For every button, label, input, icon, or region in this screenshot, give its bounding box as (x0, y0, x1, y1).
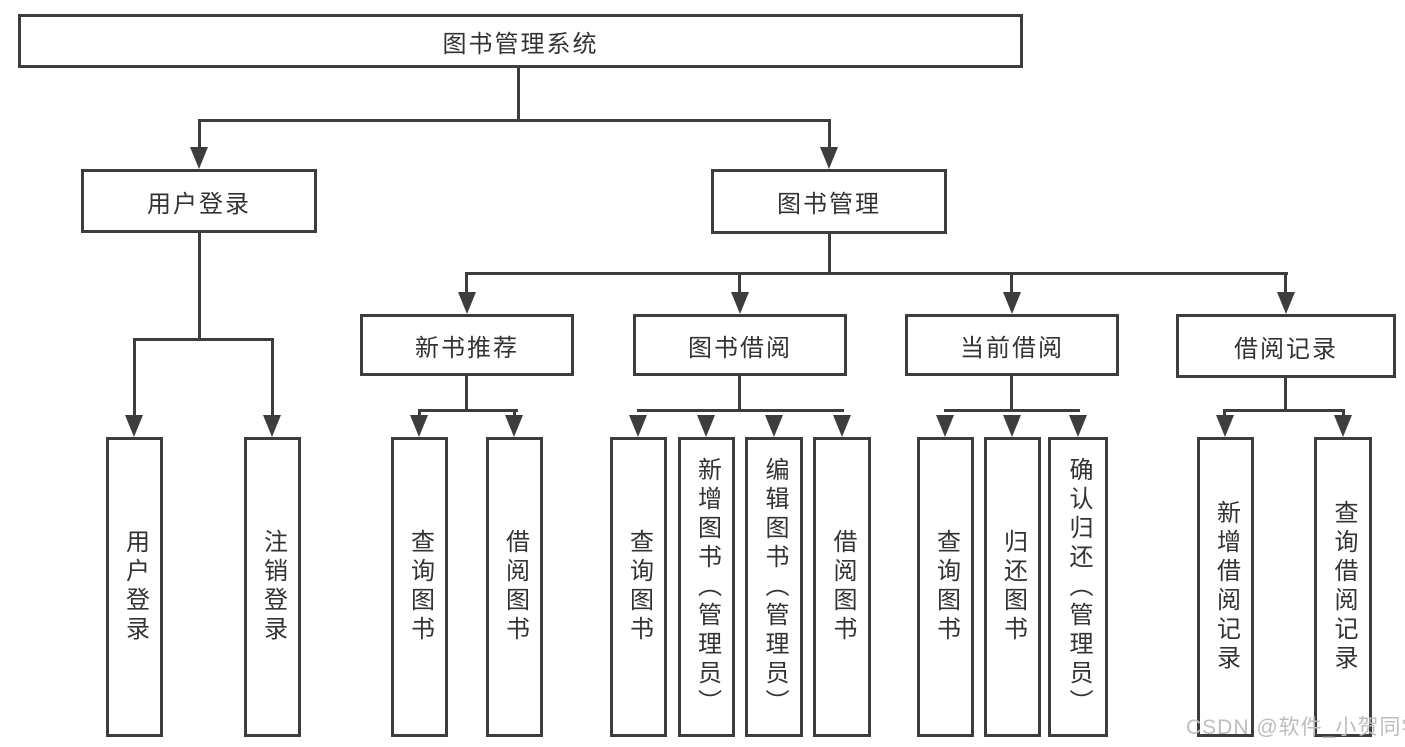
node-label: 查询图书 (932, 529, 960, 645)
arrow-down-icon (1003, 415, 1021, 437)
node-current-borrow: 当前借阅 (905, 314, 1119, 376)
node-label: 用户登录 (147, 190, 251, 218)
node-label: 新增借阅记录 (1212, 500, 1240, 674)
connector-line (418, 409, 518, 412)
node-label: 图书管理系统 (442, 30, 599, 58)
arrow-down-icon (125, 415, 143, 437)
arrow-down-icon (1003, 292, 1021, 314)
arrow-down-icon (833, 415, 851, 437)
node-root: 图书管理系统 (18, 14, 1023, 68)
connector-line (828, 119, 831, 153)
arrow-down-icon (1277, 292, 1295, 314)
node-label: 借阅图书 (829, 529, 856, 645)
leaf-return-book: 归还图书 (984, 437, 1041, 737)
node-label: 查询图书 (406, 529, 434, 645)
connector-line (133, 338, 136, 422)
leaf-add-borrow-record: 新增借阅记录 (1197, 437, 1254, 737)
node-user-login: 用户登录 (81, 169, 317, 233)
arrow-down-icon (697, 415, 715, 437)
connector-line (133, 338, 274, 341)
connector-line (738, 272, 741, 300)
node-label: 新增图书（管理员） (693, 456, 721, 718)
connector-line (738, 376, 741, 412)
connector-line (198, 233, 201, 340)
node-new-book-recommend: 新书推荐 (360, 314, 574, 376)
connector-line (465, 376, 468, 412)
csdn-watermark: CSDN @软件_小贺同学 (1186, 716, 1405, 739)
connector-line (271, 338, 274, 422)
node-book-management: 图书管理 (711, 169, 947, 234)
node-label: 用户登录 (121, 529, 149, 645)
arrow-down-icon (505, 415, 523, 437)
arrow-down-icon (190, 147, 208, 169)
leaf-query-books-2: 查询图书 (610, 437, 667, 737)
connector-line (465, 272, 468, 300)
connector-line (1010, 272, 1013, 300)
node-label: 新书推荐 (415, 334, 519, 362)
node-label: 当前借阅 (960, 334, 1064, 362)
arrow-down-icon (410, 415, 428, 437)
node-label: 借阅记录 (1234, 335, 1338, 363)
connector-line (1284, 378, 1287, 412)
node-label: 查询借阅记录 (1330, 500, 1357, 674)
arrow-down-icon (629, 415, 647, 437)
arrow-down-icon (765, 415, 783, 437)
node-label: 图书管理 (777, 191, 881, 218)
arrow-down-icon (1069, 415, 1087, 437)
leaf-query-borrow-record: 查询借阅记录 (1314, 437, 1372, 737)
node-label: 确认归还（管理员） (1065, 456, 1092, 718)
node-label: 借阅图书 (501, 529, 529, 645)
node-borrow-records: 借阅记录 (1176, 314, 1396, 378)
arrow-down-icon (458, 292, 476, 314)
node-label: 图书借阅 (688, 334, 792, 362)
node-label: 注销登录 (259, 529, 287, 645)
connector-line (198, 119, 201, 153)
node-book-borrow: 图书借阅 (633, 314, 847, 376)
node-label: 查询图书 (625, 529, 653, 645)
connector-line (828, 234, 831, 272)
leaf-edit-book-admin: 编辑图书（管理员） (745, 437, 803, 737)
connector-line (637, 409, 844, 412)
arrow-down-icon (263, 415, 281, 437)
leaf-logout: 注销登录 (244, 437, 301, 737)
leaf-user-login: 用户登录 (106, 437, 163, 737)
connector-line (1010, 376, 1013, 412)
leaf-query-books-1: 查询图书 (391, 437, 448, 737)
arrow-down-icon (1216, 415, 1234, 437)
arrow-down-icon (731, 292, 749, 314)
arrow-down-icon (1334, 415, 1352, 437)
node-label: 归还图书 (999, 529, 1027, 645)
arrow-down-icon (820, 147, 838, 169)
connector-line (198, 119, 831, 122)
leaf-add-book-admin: 新增图书（管理员） (678, 437, 735, 737)
leaf-borrow-books-2: 借阅图书 (813, 437, 871, 737)
connector-line (1223, 409, 1345, 412)
connector-line (465, 272, 1288, 275)
leaf-query-books-3: 查询图书 (917, 437, 974, 737)
connector-line (944, 409, 1080, 412)
connector-line (517, 68, 520, 119)
arrow-down-icon (936, 415, 954, 437)
node-label: 编辑图书（管理员） (761, 456, 788, 718)
leaf-borrow-books-1: 借阅图书 (486, 437, 543, 737)
connector-line (1284, 272, 1287, 300)
leaf-confirm-return-admin: 确认归还（管理员） (1048, 437, 1108, 737)
